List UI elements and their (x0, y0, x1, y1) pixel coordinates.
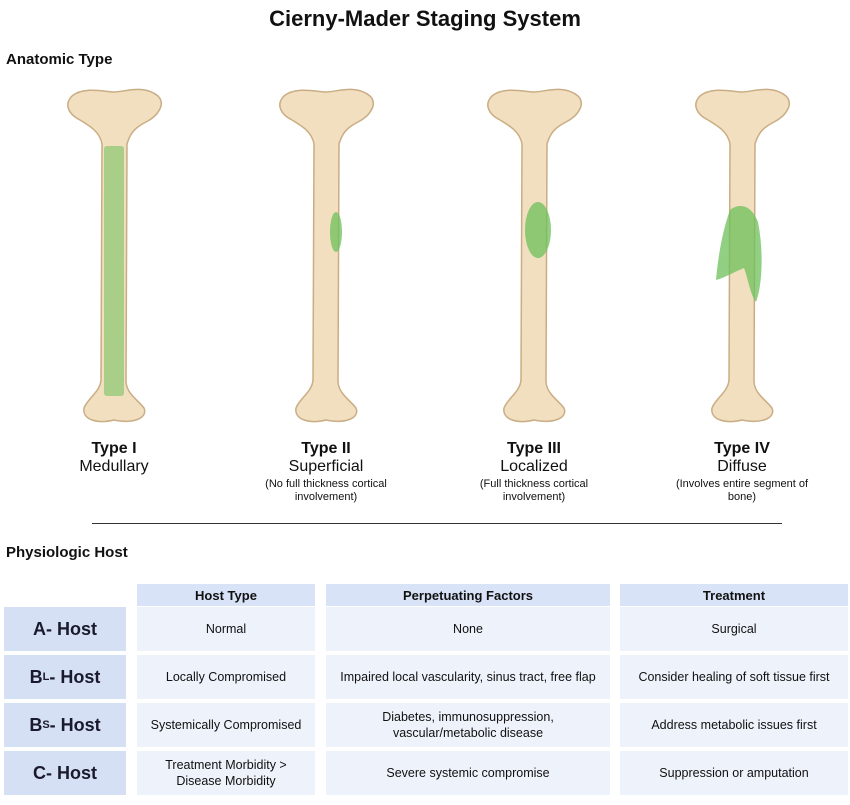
diagram-title: Cierny-Mader Staging System (269, 6, 581, 31)
cell-factors: Impaired local vascularity, sinus tract,… (326, 655, 610, 699)
lesion-medullary (104, 146, 124, 396)
section-divider (92, 523, 782, 524)
type-subtitle: Medullary (79, 458, 149, 475)
type-label: Type IV (714, 440, 770, 457)
bone-type-i (54, 82, 174, 432)
host-subscript: L (42, 671, 50, 683)
type-subtitle: Superficial (288, 458, 364, 475)
host-suffix: - Host (49, 666, 101, 687)
host-suffix: - Host (49, 714, 101, 735)
cell-factors: Severe systemic compromise (326, 751, 610, 795)
header-treatment: Treatment (620, 584, 848, 606)
cell-factors: None (326, 607, 610, 651)
cell-treatment: Suppression or amputation (620, 751, 848, 795)
type-subtitle: Diffuse (717, 458, 767, 475)
host-suffix: - Host (46, 762, 97, 783)
cell-host-type: Systemically Compromised (137, 703, 315, 747)
cell-host-type: Normal (137, 607, 315, 651)
host-a-label: A- Host (4, 607, 126, 651)
host-suffix: - Host (46, 618, 97, 639)
type-label: Type II (301, 440, 351, 457)
host-c-label: C- Host (4, 751, 126, 795)
cell-factors: Diabetes, immunosuppression, vascular/me… (326, 703, 610, 747)
caption-type-ii: Type II Superficial (No full thickness c… (236, 440, 416, 504)
cell-treatment: Address metabolic issues first (620, 703, 848, 747)
type-note: (No full thickness cortical involvement) (265, 478, 387, 503)
caption-type-iii: Type III Localized (Full thickness corti… (444, 440, 624, 504)
type-label: Type I (91, 440, 137, 457)
physiologic-host-label: Physiologic Host (6, 544, 128, 561)
host-letter: C (33, 762, 46, 783)
type-note: (Full thickness cortical involvement) (479, 478, 589, 503)
cell-treatment: Surgical (620, 607, 848, 651)
bone-type-ii (266, 82, 386, 432)
bone-type-iv (682, 82, 802, 432)
anatomic-type-label: Anatomic Type (6, 51, 113, 68)
lesion-superficial (330, 212, 342, 252)
type-note: (Involves entire segment of bone) (675, 478, 809, 503)
host-letter: A (33, 618, 46, 639)
lesion-localized (525, 202, 551, 258)
host-letter: B (29, 714, 43, 735)
cell-treatment: Consider healing of soft tissue first (620, 655, 848, 699)
bone-type-iii (474, 82, 594, 432)
type-label: Type III (507, 440, 561, 457)
type-subtitle: Localized (500, 458, 568, 475)
header-host-type: Host Type (137, 584, 315, 606)
cell-host-type: Treatment Morbidity > Disease Morbidity (137, 751, 315, 795)
host-letter: B (29, 666, 43, 687)
caption-type-i: Type I Medullary (24, 440, 204, 476)
cell-host-type: Locally Compromised (137, 655, 315, 699)
lesion-diffuse (716, 206, 762, 302)
host-subscript: S (42, 719, 50, 731)
header-perpetuating-factors: Perpetuating Factors (326, 584, 610, 606)
caption-type-iv: Type IV Diffuse (Involves entire segment… (652, 440, 832, 504)
